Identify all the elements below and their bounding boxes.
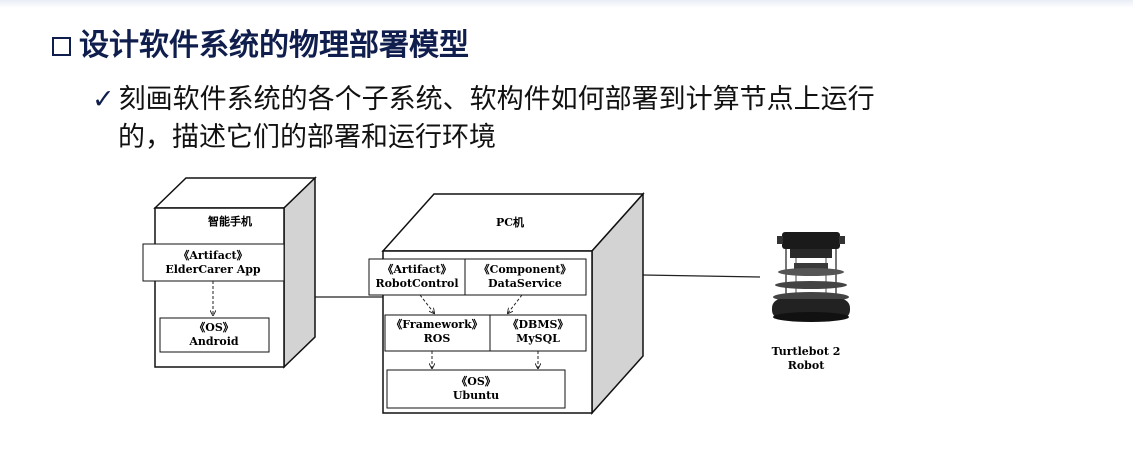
pc-dependency-arrow-2	[508, 294, 523, 313]
pc-dbms-name: MySQL	[516, 332, 560, 345]
checkbox-bullet-icon	[52, 37, 71, 56]
pc-component-box	[464, 258, 587, 296]
bullet-line-1: 刻画软件系统的各个子系统、软构件如何部署到计算节点上运行	[118, 84, 875, 115]
pc-node-label: PC机	[496, 215, 524, 229]
pc-artifact-name: RobotControl	[375, 277, 458, 290]
connector-pc-robot	[642, 274, 761, 278]
turtlebot-robot-image	[772, 232, 850, 322]
bullet-point: ✓刻画软件系统的各个子系统、软构件如何部署到计算节点上运行 的，描述它们的部署和…	[92, 81, 1072, 157]
phone-node: 智能手机 《Artifact》 ElderCarer App 《OS》 Andr…	[142, 176, 317, 369]
pc-framework-stereotype: 《Framework》	[391, 318, 482, 331]
robot-label-line-1: Turtlebot 2	[772, 345, 841, 358]
pc-dependency-arrow-1	[419, 294, 434, 313]
phone-artifact-stereotype: 《Artifact》	[178, 249, 247, 262]
pc-os-stereotype: 《OS》	[456, 375, 496, 388]
pc-dbms-stereotype: 《DBMS》	[508, 318, 569, 331]
pc-node: PC机 《Artifact》 RobotControl 《Component》 …	[368, 192, 645, 415]
pc-os-name: Ubuntu	[453, 389, 499, 402]
slide-title: 设计软件系统的物理部署模型	[52, 26, 469, 66]
phone-node-label: 智能手机	[208, 214, 252, 228]
phone-os-box	[159, 317, 270, 353]
bullet-line-2: 的，描述它们的部署和运行环境	[118, 122, 496, 153]
pc-os-box	[386, 369, 566, 409]
phone-os-name: Android	[188, 335, 239, 348]
top-band	[0, 0, 1133, 8]
phone-artifact-name: ElderCarer App	[165, 263, 261, 276]
pc-artifact-stereotype: 《Artifact》	[382, 263, 451, 276]
slide-title-text: 设计软件系统的物理部署模型	[79, 28, 469, 63]
pc-component-name: DataService	[488, 277, 562, 290]
phone-os-stereotype: 《OS》	[194, 321, 234, 334]
pc-artifact-box	[368, 258, 466, 296]
checkmark-icon: ✓	[92, 84, 115, 115]
pc-component-stereotype: 《Component》	[479, 263, 572, 276]
pc-dbms-box	[489, 314, 587, 352]
pc-framework-name: ROS	[424, 332, 451, 345]
robot-label-line-2: Robot	[788, 359, 826, 372]
